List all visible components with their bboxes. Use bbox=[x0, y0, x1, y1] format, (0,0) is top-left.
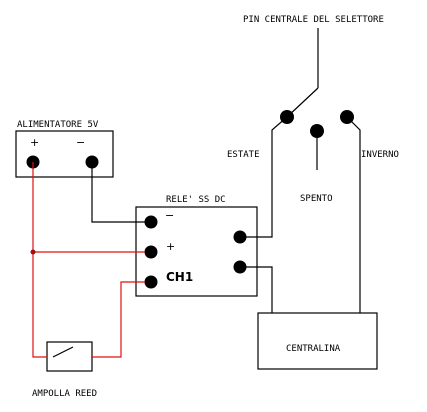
spento-label: SPENTO bbox=[300, 194, 333, 204]
selector-pin-label: PIN CENTRALE DEL SELETTORE bbox=[243, 15, 384, 25]
relay-label: RELE' SS DC bbox=[166, 195, 226, 205]
psu-minus-sign: − bbox=[76, 136, 85, 149]
estate-label: ESTATE bbox=[227, 150, 260, 160]
wire-reed-to-relay-ch1 bbox=[92, 281, 145, 358]
junction-dot bbox=[30, 249, 36, 255]
relay-minus-terminal bbox=[144, 215, 158, 229]
relay-minus-sign: − bbox=[165, 209, 174, 222]
selector-contact-arm bbox=[286, 87, 319, 118]
wire-psu-plus-to-reed bbox=[32, 162, 47, 358]
psu-plus-sign: + bbox=[30, 136, 39, 149]
power-supply-box bbox=[15, 130, 114, 178]
wire-relay-to-estate bbox=[240, 116, 288, 238]
relay-plus-terminal bbox=[144, 245, 158, 259]
power-supply-label: ALIMENTATORE 5V bbox=[17, 120, 99, 130]
relay-ch1-label: CH1 bbox=[166, 270, 193, 284]
wire-relay-to-centralina bbox=[240, 266, 273, 313]
centralina-label: CENTRALINA bbox=[286, 344, 341, 354]
centralina-box bbox=[257, 312, 378, 370]
inverno-label: INVERNO bbox=[361, 150, 399, 160]
relay-plus-sign: + bbox=[166, 240, 175, 253]
reed-switch-label: AMPOLLA REED bbox=[32, 389, 97, 399]
reed-switch-contact bbox=[52, 346, 74, 358]
relay-ch1-terminal bbox=[144, 275, 158, 289]
wire-psu-minus-to-relay-minus bbox=[91, 162, 145, 223]
wire-inverno-to-centralina bbox=[346, 116, 361, 313]
